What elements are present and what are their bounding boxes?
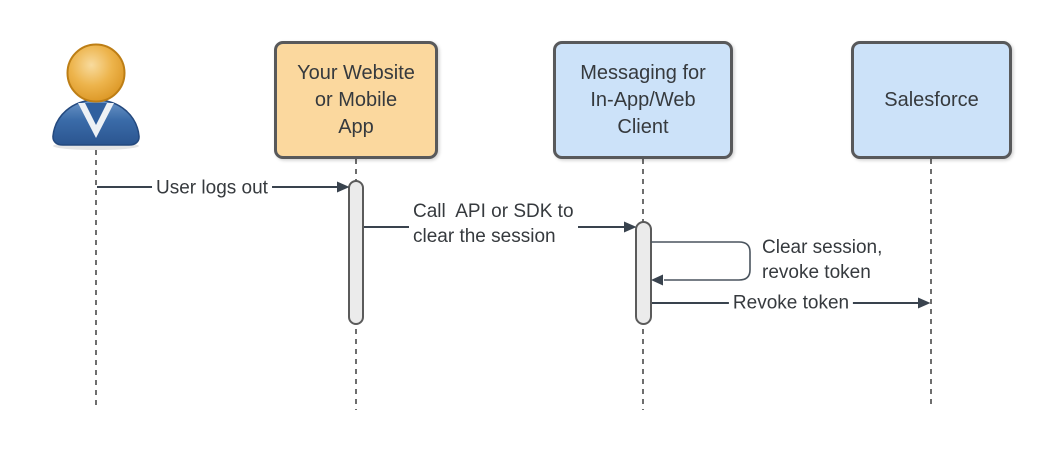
- activation-bar-website: [348, 180, 364, 325]
- message-arrow-self-clear-session: [651, 241, 751, 286]
- message-label-call-api-clear-session: Call API or SDK to clear the session: [409, 199, 578, 249]
- person-icon: [52, 43, 140, 150]
- actor-collar-inner: [85, 103, 107, 125]
- participant-your-website-or-mobile-app: Your Website or Mobile App: [274, 41, 438, 159]
- message-label-revoke-token: Revoke token: [728, 290, 854, 316]
- message-label-clear-session-revoke-token: Clear session, revoke token: [762, 237, 883, 283]
- participant-salesforce: Salesforce: [851, 41, 1012, 159]
- message-label-user-logs-out: User logs out: [152, 175, 272, 201]
- participant-label: Your Website or Mobile App: [297, 61, 415, 138]
- participant-label: Messaging for In-App/Web Client: [580, 61, 706, 138]
- participant-messaging-in-app-web-client: Messaging for In-App/Web Client: [553, 41, 733, 159]
- actor-head: [66, 43, 126, 103]
- activation-bar-messaging: [635, 221, 652, 325]
- participant-label: Salesforce: [884, 88, 979, 111]
